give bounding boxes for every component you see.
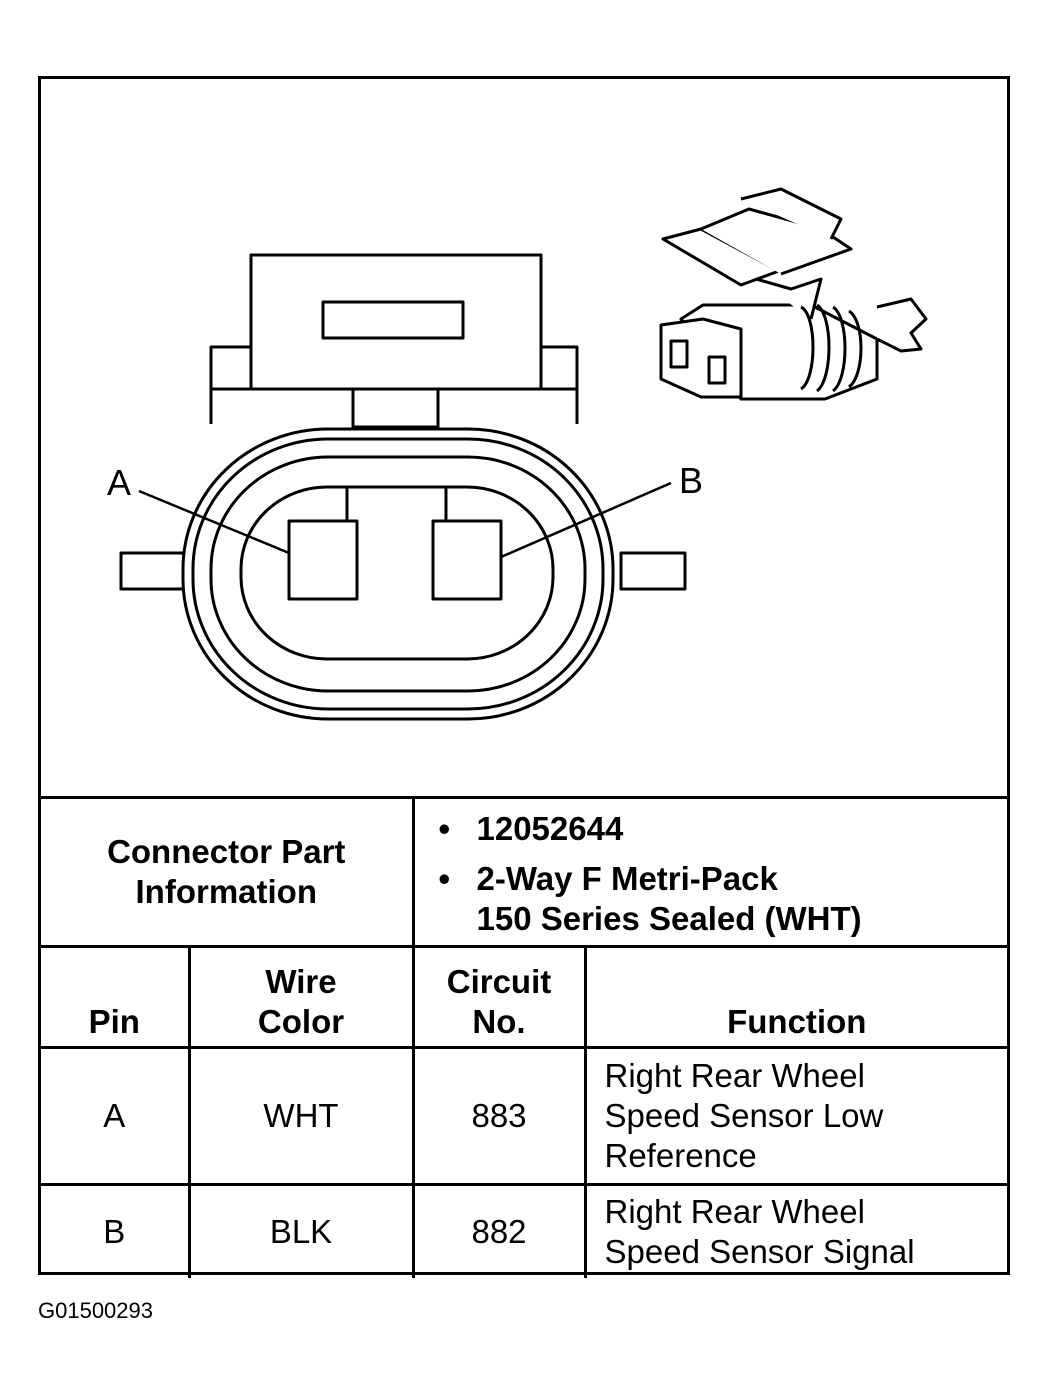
terminal-b xyxy=(431,487,503,601)
header-function: Function xyxy=(583,945,1007,1049)
pin-label-b: B xyxy=(679,460,703,501)
connector-isometric-view xyxy=(659,187,928,401)
connector-part-info-label: Connector Part Information xyxy=(41,796,415,948)
connector-part-info-value: • 12052644 • 2-Way F Metri-Pack 150 Seri… xyxy=(411,796,1007,948)
wire-color-cell: BLK xyxy=(187,1183,415,1278)
table-header-row: Pin Wire Color Circuit No. Function xyxy=(41,945,1007,1049)
connector-top-housing xyxy=(249,253,543,391)
circuit-cell: 883 xyxy=(411,1046,587,1186)
header-wire-color: Wire Color xyxy=(187,945,415,1049)
leader-line-a xyxy=(138,489,290,555)
table-row: B BLK 882 Right Rear Wheel Speed Sensor … xyxy=(41,1183,1007,1278)
function-cell: Right Rear Wheel Speed Sensor Low Refere… xyxy=(583,1046,1007,1186)
function-cell: Right Rear Wheel Speed Sensor Signal xyxy=(583,1183,1007,1278)
connector-left-ear xyxy=(119,551,187,591)
connector-diagram: A B xyxy=(41,79,1007,796)
header-circuit-no: Circuit No. xyxy=(411,945,587,1049)
connector-info-table: Connector Part Information • 12052644 • … xyxy=(41,796,1007,1278)
connector-part-info-row: Connector Part Information • 12052644 • … xyxy=(41,796,1007,948)
connector-illustration: A B xyxy=(107,187,928,721)
connector-shoulders xyxy=(209,345,579,424)
leader-line-b xyxy=(500,481,672,559)
part-number: • 12052644 xyxy=(438,810,624,847)
diagram-frame: A B xyxy=(38,76,1010,1278)
connector-mating-face xyxy=(181,427,615,721)
circuit-cell: 882 xyxy=(411,1183,587,1278)
pin-label-a: A xyxy=(107,462,131,503)
wire-color-cell: WHT xyxy=(187,1046,415,1186)
connector-latch xyxy=(351,387,440,429)
connector-right-ear xyxy=(619,551,687,591)
part-description: • 2-Way F Metri-Pack 150 Series Sealed (… xyxy=(438,860,862,937)
table-row: A WHT 883 Right Rear Wheel Speed Sensor … xyxy=(41,1046,1007,1186)
header-pin: Pin xyxy=(41,945,191,1049)
figure-code: G01500293 xyxy=(38,1298,153,1323)
pin-cell: B xyxy=(41,1183,191,1278)
terminal-a xyxy=(287,487,359,601)
pin-cell: A xyxy=(41,1046,191,1186)
